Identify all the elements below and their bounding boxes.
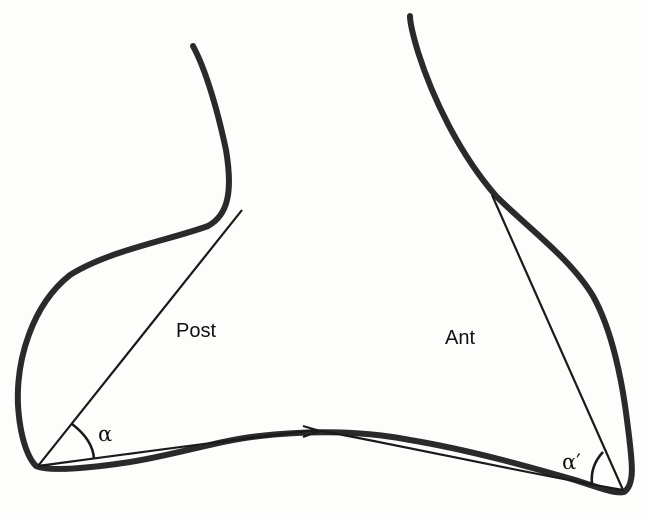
angle-arc-alpha-prime	[592, 452, 603, 484]
label-post: Post	[176, 321, 216, 341]
anterior-line	[492, 195, 623, 490]
label-ant: Ant	[445, 328, 475, 348]
angle-arc-alpha	[72, 424, 94, 459]
label-alpha: α	[98, 424, 112, 445]
outline-curve	[18, 16, 632, 492]
base-line-posterior	[38, 430, 316, 466]
label-alpha-prime: α′	[562, 452, 581, 473]
